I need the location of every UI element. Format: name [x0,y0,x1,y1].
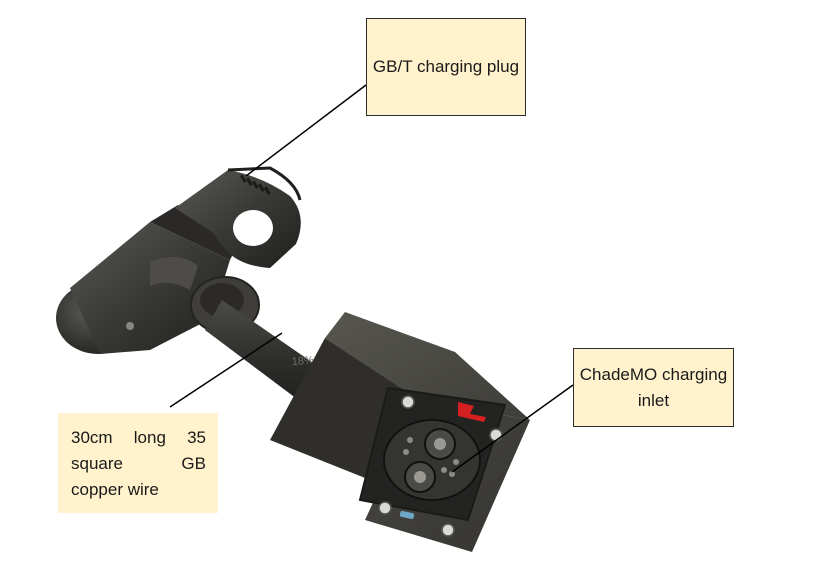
handle-vents [239,174,271,195]
leader-line-inlet [451,384,574,473]
callout-copper-wire: 30cm long 35 square GB copper wire [58,413,218,513]
leader-line-plug [245,84,367,177]
callout-label: ChadeMO charging inlet [579,364,728,410]
leader-line-wire [169,332,283,408]
chademo-inlet-housing [270,312,530,552]
housing-top-face [325,312,530,420]
mounting-hole [489,428,503,442]
plug-main-body [70,222,230,354]
callout-gbt-plug: GB/T charging plug [366,18,526,116]
signal-pins [403,437,459,477]
handle-opening [233,210,273,246]
watermark: 18% [291,354,314,368]
callout-label: 30cm long 35 square GB copper wire [71,428,206,499]
gbt-plug [56,166,302,354]
latch-indicator [458,402,486,422]
release-tab [399,510,415,520]
mounting-hole [401,395,415,409]
mounting-hole [441,523,455,537]
mounting-hole [378,501,392,515]
screw-icon [126,322,134,330]
callout-chademo-inlet: ChadeMO charging inlet [573,348,734,427]
callout-label: GB/T charging plug [372,57,520,76]
